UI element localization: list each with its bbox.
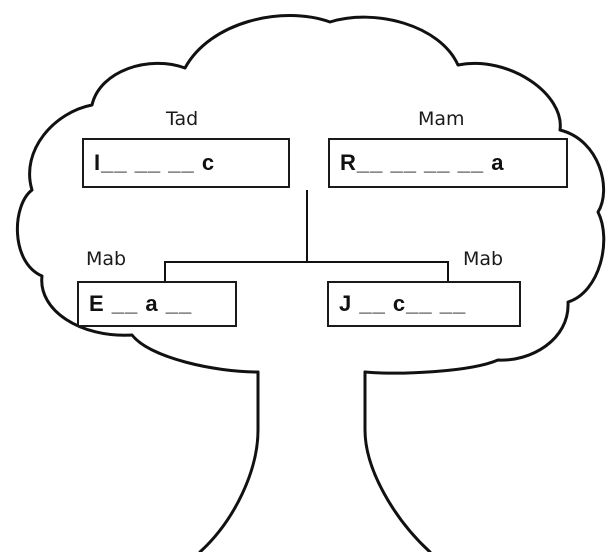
children-connector-line [164, 261, 449, 282]
father-label: Tad [166, 108, 199, 130]
son-left-name-puzzle: E __ a __ [89, 291, 193, 316]
tree-canopy-outline [15, 14, 606, 375]
father-name-puzzle: I__ __ __ c [94, 150, 216, 175]
son-right-label: Mab [463, 248, 504, 270]
mother-name-puzzle: R__ __ __ __ a [340, 150, 505, 175]
son-right-name-puzzle: J __ c__ __ [339, 291, 467, 316]
tree-trunk-right [363, 370, 432, 552]
son-left-name-box[interactable]: E __ a __ [77, 281, 237, 327]
tree-trunk-left [198, 370, 260, 552]
father-name-box[interactable]: I__ __ __ c [82, 138, 290, 188]
mother-name-box[interactable]: R__ __ __ __ a [328, 138, 568, 188]
mother-label: Mam [418, 108, 465, 130]
son-left-label: Mab [86, 248, 127, 270]
son-right-name-box[interactable]: J __ c__ __ [327, 281, 521, 327]
